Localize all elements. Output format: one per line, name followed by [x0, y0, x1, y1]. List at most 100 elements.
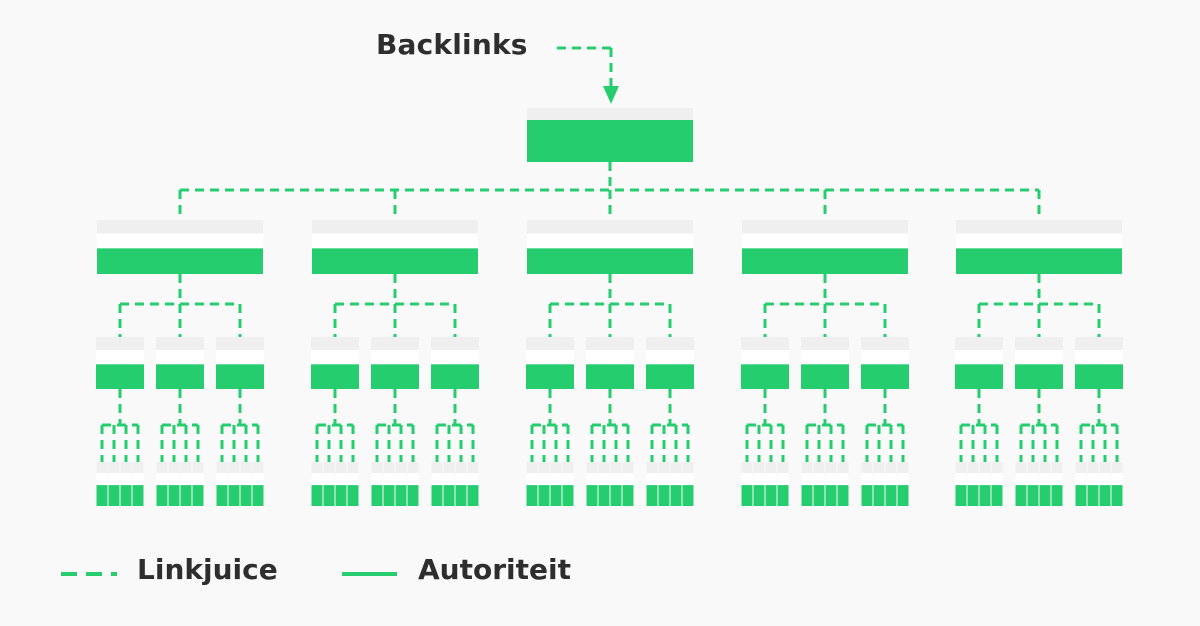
- box-authority-band: [955, 485, 967, 506]
- level2-box: [801, 337, 849, 389]
- level3-leaf-box: [1087, 462, 1099, 506]
- box-authority-band: [96, 485, 108, 506]
- box-white-band: [395, 473, 407, 486]
- box-top-band: [562, 462, 574, 473]
- level2-box: [955, 337, 1003, 389]
- legend-autoriteit-label: Autoriteit: [418, 553, 571, 586]
- box-authority-band: [741, 364, 789, 389]
- box-white-band: [885, 473, 897, 486]
- box-authority-band: [192, 485, 204, 506]
- box-top-band: [395, 462, 407, 473]
- box-white-band: [347, 473, 359, 486]
- box-white-band: [873, 473, 885, 486]
- box-white-band: [1027, 473, 1039, 486]
- box-top-band: [801, 462, 813, 473]
- box-authority-band: [216, 485, 228, 506]
- box-top-band: [955, 337, 1003, 350]
- level3-leaf-box: [741, 462, 753, 506]
- box-white-band: [1015, 473, 1027, 486]
- box-top-band: [467, 462, 479, 473]
- level1-box: [742, 220, 908, 274]
- box-authority-band: [825, 485, 837, 506]
- backlinks-label: Backlinks: [376, 28, 528, 61]
- box-authority-band: [526, 364, 574, 389]
- box-authority-band: [323, 485, 335, 506]
- level2-box: [526, 337, 574, 389]
- box-top-band: [956, 220, 1122, 234]
- box-top-band: [1075, 462, 1087, 473]
- box-white-band: [813, 473, 825, 486]
- level2-box: [741, 337, 789, 389]
- level1-box: [956, 220, 1122, 274]
- box-authority-band: [311, 364, 359, 389]
- box-white-band: [335, 473, 347, 486]
- box-authority-band: [1051, 485, 1063, 506]
- level3-leaf-box: [1075, 462, 1087, 506]
- box-authority-band: [753, 485, 765, 506]
- level3-leaf-box: [550, 462, 562, 506]
- box-top-band: [431, 337, 479, 350]
- box-top-band: [526, 337, 574, 350]
- level3-leaf-box: [610, 462, 622, 506]
- box-white-band: [1111, 473, 1123, 486]
- level3-leaf-box: [323, 462, 335, 506]
- box-authority-band: [801, 485, 813, 506]
- box-top-band: [132, 462, 144, 473]
- box-authority-band: [443, 485, 455, 506]
- box-top-band: [885, 462, 897, 473]
- box-top-band: [383, 462, 395, 473]
- box-white-band: [967, 473, 979, 486]
- box-top-band: [1015, 462, 1027, 473]
- box-authority-band: [742, 248, 908, 274]
- box-top-band: [837, 462, 849, 473]
- level3-leaf-box: [753, 462, 765, 506]
- box-top-band: [1111, 462, 1123, 473]
- box-authority-band: [967, 485, 979, 506]
- box-authority-band: [861, 364, 909, 389]
- level3-leaf-box: [311, 462, 323, 506]
- level3-leaf-box: [991, 462, 1003, 506]
- box-white-band: [156, 350, 204, 365]
- box-top-band: [670, 462, 682, 473]
- level3-leaf-box: [1015, 462, 1027, 506]
- box-white-band: [311, 473, 323, 486]
- level3-leaf-box: [192, 462, 204, 506]
- box-top-band: [240, 462, 252, 473]
- box-white-band: [1015, 350, 1063, 365]
- box-white-band: [658, 473, 670, 486]
- box-top-band: [538, 462, 550, 473]
- box-authority-band: [168, 485, 180, 506]
- legend-linkjuice-label: Linkjuice: [137, 553, 278, 586]
- level3-leaf-box: [646, 462, 658, 506]
- level3-leaf-box: [670, 462, 682, 506]
- level3-leaf-box: [1027, 462, 1039, 506]
- level3-leaf-box: [371, 462, 383, 506]
- box-top-band: [96, 337, 144, 350]
- box-white-band: [216, 473, 228, 486]
- level2-box: [646, 337, 694, 389]
- box-top-band: [1015, 337, 1063, 350]
- box-authority-band: [682, 485, 694, 506]
- level3-leaf-box: [1099, 462, 1111, 506]
- level3-leaf-box: [455, 462, 467, 506]
- level3-leaf-box: [228, 462, 240, 506]
- arrow-down-icon: [603, 86, 619, 104]
- box-white-band: [443, 473, 455, 486]
- box-top-band: [168, 462, 180, 473]
- box-white-band: [371, 350, 419, 365]
- box-white-band: [825, 473, 837, 486]
- box-top-band: [180, 462, 192, 473]
- box-white-band: [586, 473, 598, 486]
- box-top-band: [873, 462, 885, 473]
- box-authority-band: [885, 485, 897, 506]
- box-top-band: [897, 462, 909, 473]
- box-top-band: [97, 220, 263, 234]
- box-white-band: [108, 473, 120, 486]
- box-authority-band: [335, 485, 347, 506]
- box-white-band: [132, 473, 144, 486]
- box-top-band: [1051, 462, 1063, 473]
- box-top-band: [312, 220, 478, 234]
- level3-leaf-box: [873, 462, 885, 506]
- box-top-band: [765, 462, 777, 473]
- box-white-band: [1051, 473, 1063, 486]
